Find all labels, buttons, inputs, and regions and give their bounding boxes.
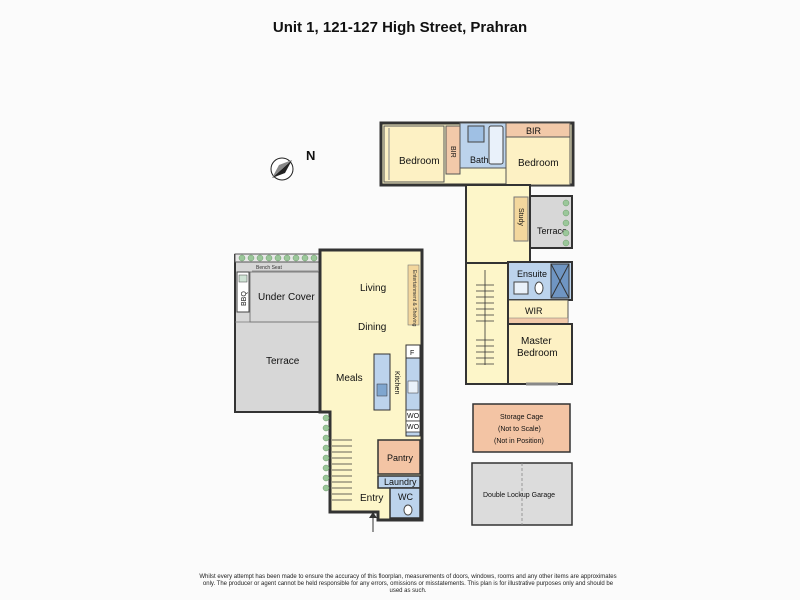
meals-label: Meals bbox=[336, 373, 363, 384]
study-desk bbox=[513, 196, 529, 242]
compass-icon bbox=[270, 157, 294, 181]
storage-cage-area bbox=[472, 403, 571, 453]
storage-cage-label-2: (Not to Scale) bbox=[498, 426, 541, 433]
storage-cage-label-3: (Not in Position) bbox=[494, 438, 544, 445]
ensuite-label: Ensuite bbox=[517, 269, 547, 279]
storage-cage-label-1: Storage Cage bbox=[500, 414, 543, 421]
bedroom-1-label: Bedroom bbox=[399, 156, 440, 167]
upper-stair-area bbox=[465, 262, 509, 385]
wir-label: WIR bbox=[525, 306, 543, 316]
shower-icon bbox=[467, 125, 485, 143]
wall-oven-2 bbox=[405, 420, 421, 433]
fridge-label: F bbox=[410, 350, 414, 357]
dining-label: Dining bbox=[358, 322, 386, 333]
under-cover-area bbox=[249, 271, 321, 323]
wall-oven-1-label: WO bbox=[407, 413, 420, 420]
bath-label: Bath bbox=[470, 155, 489, 165]
lower-planter-plants bbox=[322, 414, 330, 492]
fridge-area bbox=[405, 344, 421, 359]
upper-stairs bbox=[476, 270, 494, 365]
kitchen-label: Kitchen bbox=[393, 371, 400, 394]
bathtub-icon bbox=[488, 125, 504, 165]
entertainment-label: Entertainment & Shelving bbox=[411, 270, 417, 327]
upper-floor: Bedroom BIR Bath BIR Bedroom Study Terra… bbox=[379, 121, 575, 386]
pantry-area bbox=[377, 439, 421, 475]
bbq-label: BBQ bbox=[241, 291, 248, 306]
bedroom-1-area bbox=[383, 125, 445, 183]
under-cover-label: Under Cover bbox=[258, 292, 315, 303]
living-label: Living bbox=[360, 283, 386, 294]
bench-seat-label: Bench Seat bbox=[256, 265, 282, 271]
wc-label: WC bbox=[398, 492, 413, 502]
kitchen-island bbox=[373, 353, 391, 411]
lower-floor: Bench Seat Under Cover BBQ Terrace Enter… bbox=[234, 248, 424, 532]
lower-stairs bbox=[332, 439, 352, 501]
terrace-upper-plants bbox=[562, 199, 570, 247]
compass-north-label: N bbox=[306, 148, 315, 163]
bedroom-2-label: Bedroom bbox=[518, 158, 559, 169]
laundry-label: Laundry bbox=[384, 477, 417, 487]
terrace-lower-label: Terrace bbox=[266, 356, 300, 367]
bir-2-label: BIR bbox=[526, 126, 542, 136]
master-bedroom-label-2: Bedroom bbox=[517, 348, 558, 359]
pantry-label: Pantry bbox=[387, 453, 414, 463]
plan-title: Unit 1, 121-127 High Street, Prahran bbox=[272, 19, 528, 36]
bir-1-label: BIR bbox=[449, 146, 456, 158]
master-bedroom-label-1: Master bbox=[521, 336, 552, 347]
bedroom-2-area bbox=[505, 136, 571, 186]
study-label: Study bbox=[517, 208, 524, 226]
planter-top-plants bbox=[238, 254, 318, 262]
disclaimer-text: Whilst every attempt has been made to en… bbox=[199, 574, 617, 594]
entry-label: Entry bbox=[360, 493, 383, 504]
ensuite-toilet-icon bbox=[534, 281, 544, 295]
wall-oven-2-label: WO bbox=[407, 424, 420, 431]
entertainment-shelving bbox=[407, 264, 420, 326]
master-bedroom-area bbox=[497, 323, 573, 385]
garage-label: Double Lockup Garage bbox=[483, 492, 555, 499]
sink-icon bbox=[376, 383, 388, 397]
wc-toilet-icon bbox=[403, 504, 413, 516]
terrace-upper-label: Terrace bbox=[537, 226, 567, 236]
ensuite-basin-icon bbox=[513, 281, 529, 295]
bbq-icon bbox=[238, 274, 248, 283]
cooktop-icon bbox=[407, 380, 419, 394]
